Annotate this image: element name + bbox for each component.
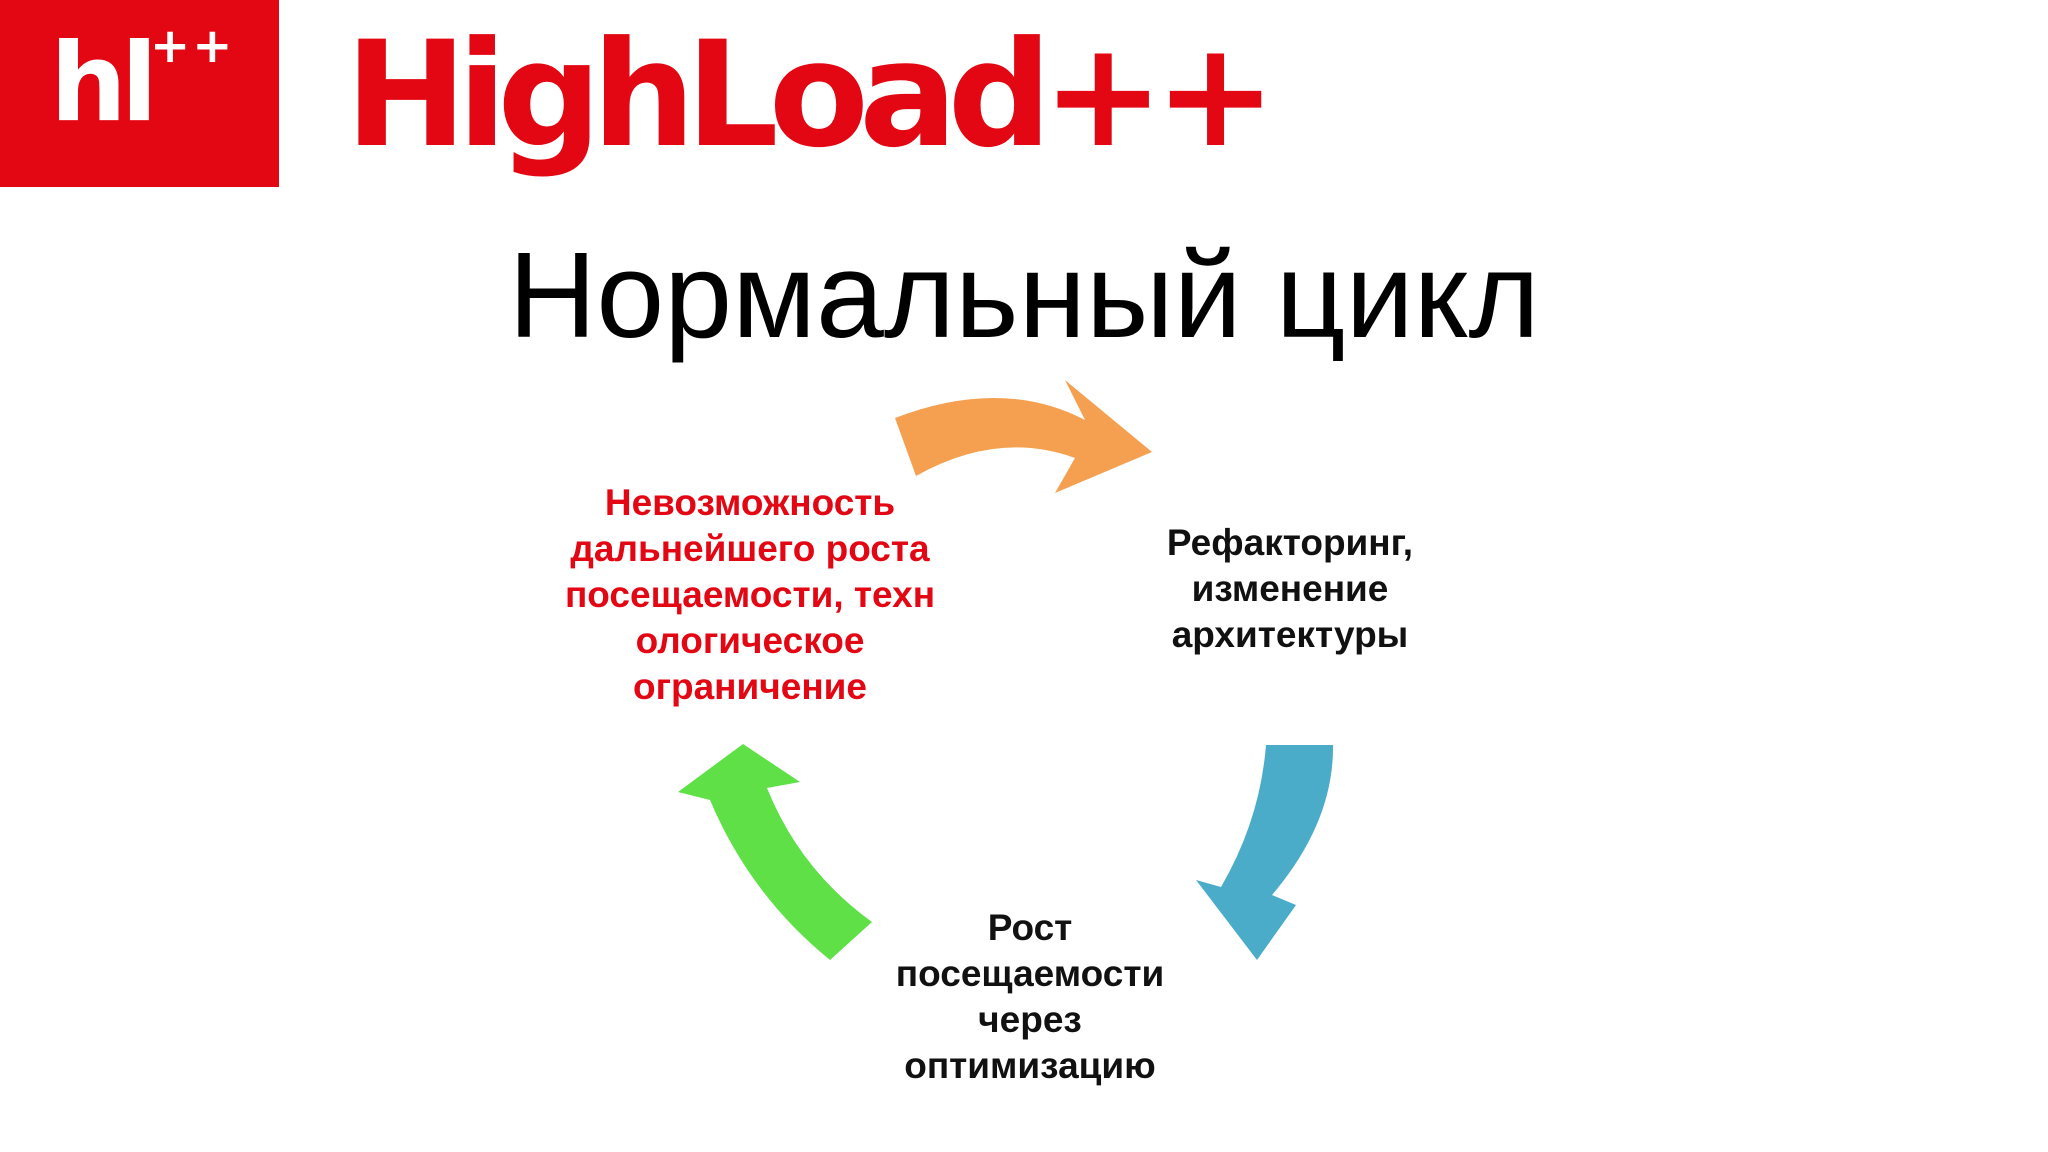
slide-title: Нормальный цикл <box>508 227 1540 363</box>
cycle-node-limit: Невозможность дальнейшего роста посещаем… <box>520 480 980 710</box>
arrow-growth-to-limit <box>678 744 872 960</box>
node-line: оптимизацию <box>904 1045 1156 1086</box>
cycle-node-growth: Рост посещаемости через оптимизацию <box>830 905 1230 1089</box>
node-line: ологическое <box>635 620 865 661</box>
arrow-limit-to-refactoring <box>895 380 1152 493</box>
brand-wordmark: HighLoad++ <box>345 10 1277 180</box>
node-line: ограничение <box>632 666 867 707</box>
node-line: изменение <box>1191 568 1389 609</box>
logo-plus-text: ++ <box>150 18 235 74</box>
logo-badge: hl ++ <box>0 0 279 187</box>
arrow-refactoring-to-growth <box>1196 745 1334 960</box>
node-line: Невозможность <box>604 482 896 523</box>
node-line: дальнейшего роста <box>570 528 930 569</box>
node-line: посещаемости, техн <box>564 574 936 615</box>
logo-short-text: hl <box>50 21 158 146</box>
node-line: Рост <box>987 907 1073 948</box>
node-line: через <box>978 999 1082 1040</box>
cycle-node-refactoring: Рефакторинг, изменение архитектуры <box>1120 520 1460 658</box>
node-line: посещаемости <box>895 953 1165 994</box>
node-line: архитектуры <box>1171 614 1409 655</box>
node-line: Рефакторинг, <box>1166 522 1414 563</box>
